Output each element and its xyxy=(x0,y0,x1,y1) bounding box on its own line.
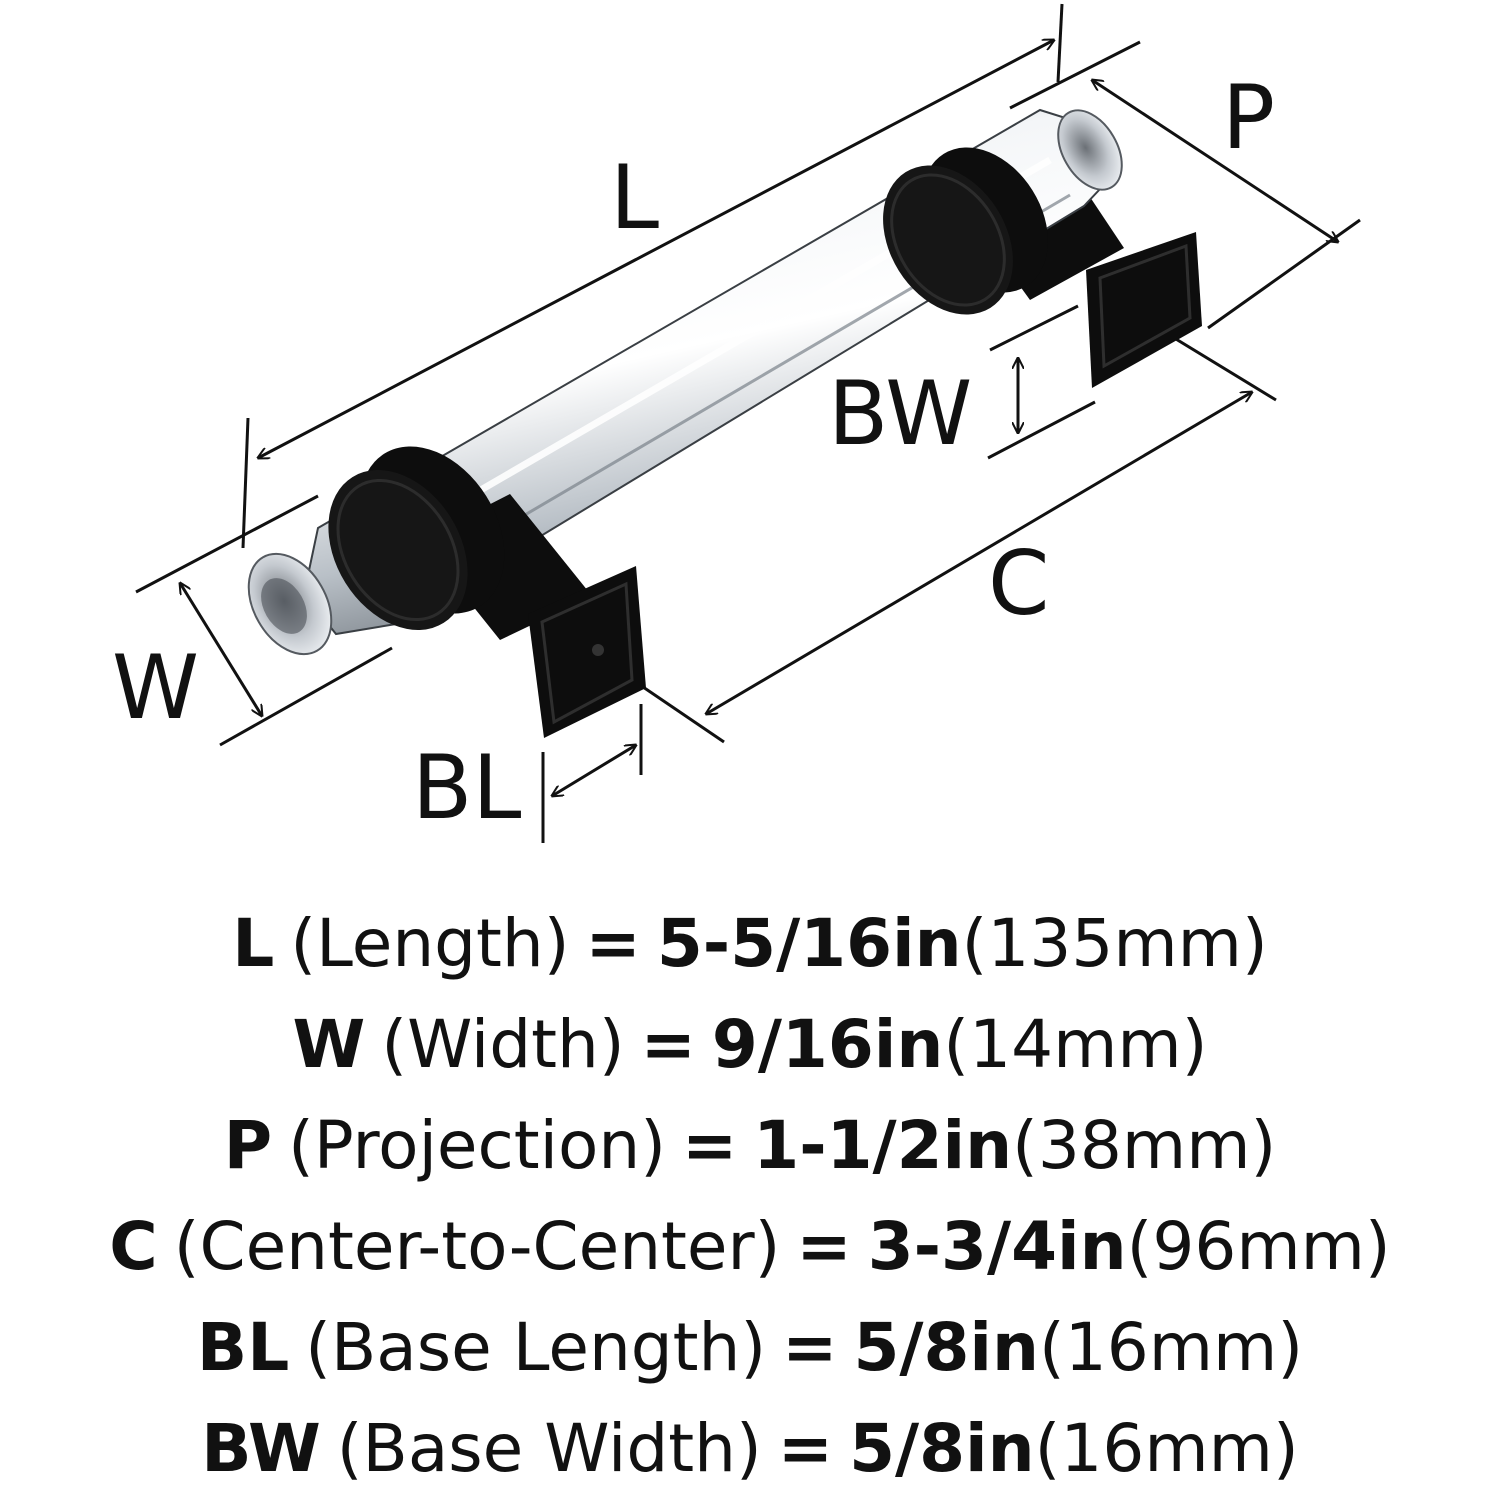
P-extension-line-bottom xyxy=(1207,218,1361,330)
BW-extension-line-bottom xyxy=(987,400,1096,460)
cabinet-pull-diagram: L P BW C W BL xyxy=(112,3,1361,843)
spec-row-width: W(Width)=9/16in(14mm) xyxy=(0,994,1500,1095)
P-dimension-line xyxy=(1092,80,1338,242)
spec-name: (Length) xyxy=(290,905,570,982)
dimension-lines xyxy=(135,3,1361,843)
W-extension-line-bottom xyxy=(219,646,393,747)
label-L: L xyxy=(610,146,659,249)
left-collar xyxy=(328,446,505,630)
P-extension-line-top xyxy=(1009,40,1141,110)
label-BW: BW xyxy=(828,362,972,465)
right-collar xyxy=(883,147,1048,315)
spec-equals: = xyxy=(681,1107,738,1184)
spec-imperial: 3-3/4in xyxy=(867,1208,1127,1285)
label-BL: BL xyxy=(412,736,521,839)
spec-name: (Projection) xyxy=(288,1107,666,1184)
spec-metric: (38mm) xyxy=(1012,1107,1277,1184)
spec-row-base-width: BW(Base Width)=5/8in(16mm) xyxy=(0,1398,1500,1499)
left-base-plate xyxy=(528,566,646,738)
spec-key: C xyxy=(109,1208,158,1285)
spec-equals: = xyxy=(585,905,641,982)
spec-name: (Base Width) xyxy=(336,1410,762,1487)
L-extension-line-right xyxy=(1056,3,1064,83)
right-end-cap xyxy=(1057,109,1123,191)
spec-metric: (14mm) xyxy=(943,1006,1208,1083)
spec-name: (Width) xyxy=(381,1006,625,1083)
spec-equals: = xyxy=(796,1208,852,1285)
spec-imperial: 5/8in xyxy=(849,1410,1035,1487)
spec-imperial: 5-5/16in xyxy=(656,905,962,982)
label-P: P xyxy=(1222,66,1275,169)
spec-metric: (135mm) xyxy=(961,905,1268,982)
spec-name: (Center-to-Center) xyxy=(173,1208,781,1285)
spec-imperial: 9/16in xyxy=(711,1006,944,1083)
dimension-specs: L(Length)=5-5/16in(135mm) W(Width)=9/16i… xyxy=(0,893,1500,1499)
BW-extension-line-top xyxy=(989,304,1079,352)
spec-row-length: L(Length)=5-5/16in(135mm) xyxy=(0,893,1500,994)
spec-imperial: 1-1/2in xyxy=(753,1107,1013,1184)
spec-key: BW xyxy=(201,1410,321,1487)
spec-equals: = xyxy=(782,1309,838,1386)
spec-metric: (16mm) xyxy=(1039,1309,1304,1386)
spec-imperial: 5/8in xyxy=(853,1309,1039,1386)
W-dimension-line xyxy=(180,583,262,716)
spec-key: P xyxy=(223,1107,273,1184)
base-screw-hole xyxy=(592,644,604,656)
spec-equals: = xyxy=(640,1006,696,1083)
C-dimension-line xyxy=(706,392,1252,714)
spec-key: BL xyxy=(196,1309,290,1386)
BL-dimension-line xyxy=(552,745,636,796)
W-extension-line-top xyxy=(135,494,319,594)
spec-key: L xyxy=(232,905,275,982)
spec-row-center-to-center: C(Center-to-Center)=3-3/4in(96mm) xyxy=(0,1196,1500,1297)
spec-row-projection: P(Projection)=1-1/2in(38mm) xyxy=(0,1095,1500,1196)
spec-row-base-length: BL(Base Length)=5/8in(16mm) xyxy=(0,1297,1500,1398)
spec-metric: (16mm) xyxy=(1034,1410,1299,1487)
label-C: C xyxy=(988,532,1049,635)
spec-metric: (96mm) xyxy=(1126,1208,1391,1285)
spec-equals: = xyxy=(777,1410,834,1487)
cabinet-pull xyxy=(247,108,1202,738)
spec-name: (Base Length) xyxy=(305,1309,767,1386)
L-dimension-line xyxy=(258,40,1054,458)
label-W: W xyxy=(112,636,199,739)
spec-key: W xyxy=(292,1006,366,1083)
L-extension-line-left xyxy=(241,417,250,549)
